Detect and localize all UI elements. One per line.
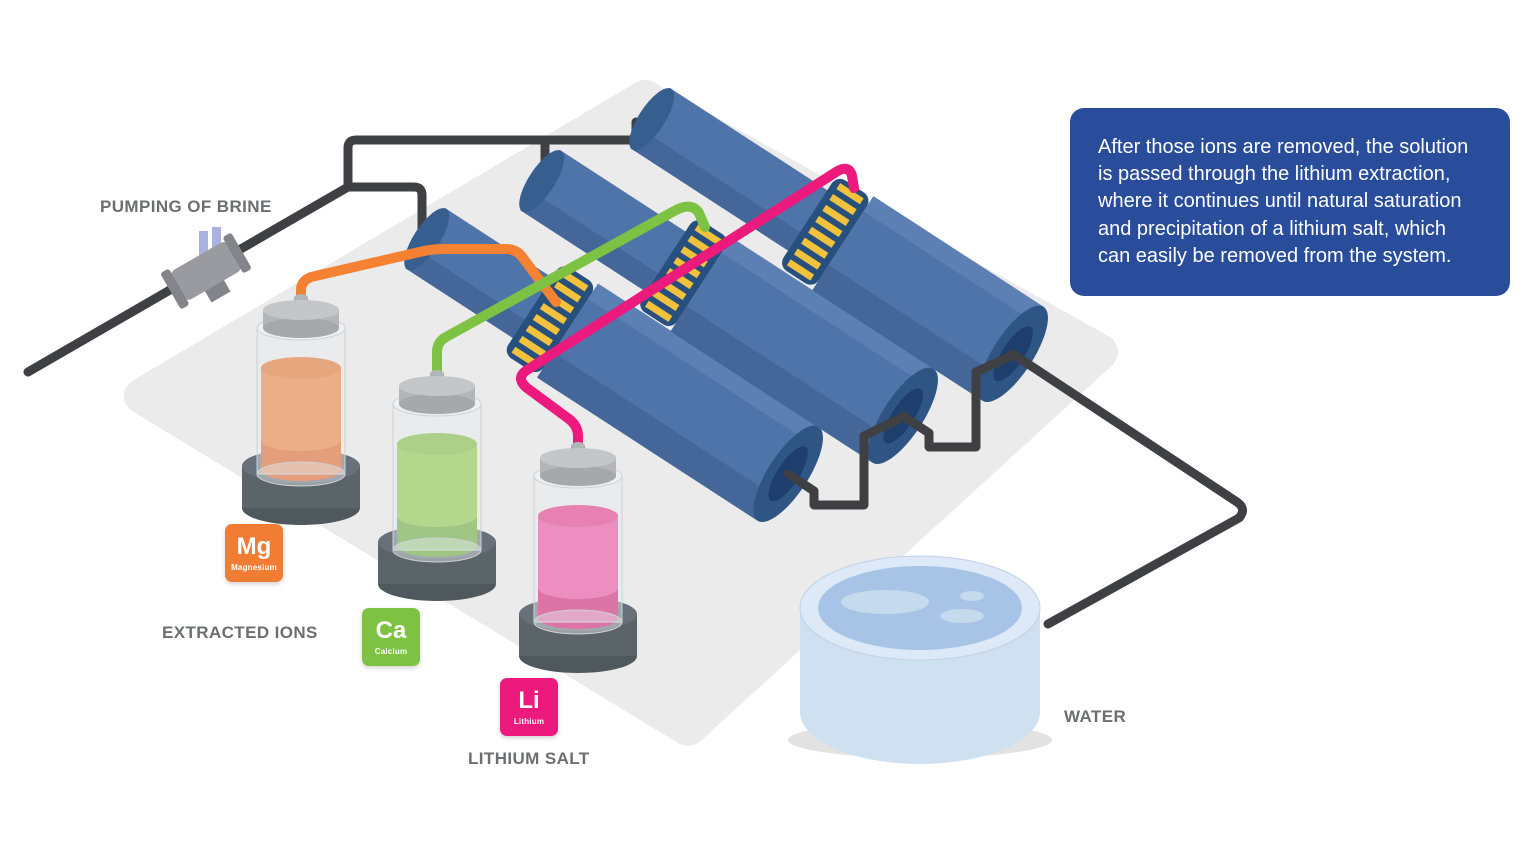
pipe-to-water-tank (1008, 349, 1247, 629)
jar-glass-body (533, 475, 623, 623)
jar-lid-bottom (540, 466, 616, 486)
unit-main-cylinder (670, 237, 934, 463)
callout-box: After those ions are removed, the soluti… (1070, 108, 1510, 296)
tank-water-highlight (841, 590, 929, 614)
jar-liquid-surface (261, 357, 341, 379)
unit-main-cylinder-highlight (588, 283, 819, 442)
jar-lid-nipple-top (294, 294, 308, 302)
pump-valve-icon (212, 227, 221, 251)
unit-band-yellow-ring (511, 270, 589, 368)
element-symbol: Ca (375, 616, 407, 644)
pump-flange (223, 233, 251, 273)
unit-small-cylinder (405, 207, 563, 345)
jar-calcium (378, 370, 496, 601)
pipe-feed-unit1 (343, 182, 427, 237)
element-name: Magnesium (231, 562, 277, 572)
unit-small-cap (519, 150, 565, 213)
brine-pump (161, 227, 251, 309)
filter-unit-3 (629, 87, 1048, 403)
water-tank (788, 555, 1052, 764)
element-symbol: Mg (236, 532, 272, 560)
element-symbol: Li (518, 686, 540, 714)
unit-main-cylinder (812, 196, 1044, 401)
pump-flange (161, 269, 189, 309)
badge-calcium: Ca Calcium (362, 608, 420, 666)
badge-magnesium: Mg Magnesium (225, 524, 283, 582)
extraction-pipes (296, 163, 859, 455)
pipe-brine-inlet (23, 117, 641, 377)
jar-lithium (519, 442, 637, 673)
unit-main-cylinder (537, 283, 819, 521)
jar-lid-nipple-top (571, 442, 585, 450)
jar-liquid-light (538, 516, 618, 588)
magnesium-pipe (296, 244, 561, 309)
jar-lid-top (263, 300, 339, 320)
jar-liquid-surface (397, 433, 477, 455)
lithium-pipe (516, 163, 859, 455)
jar-glass-body (392, 403, 482, 551)
label-pumping-of-brine: PUMPING OF BRINE (100, 197, 272, 216)
unit-small-cylinder (520, 149, 696, 299)
pump-valve-icon (199, 231, 208, 255)
unit-main-cylinder-shade (812, 265, 999, 401)
element-name: Lithium (513, 716, 545, 726)
unit-main-cylinder-shade (537, 352, 774, 521)
pump-foot (203, 277, 231, 303)
element-name: Calcium (374, 646, 408, 656)
jar-glass-bottom (392, 537, 482, 563)
jar-liquid-surface (538, 505, 618, 527)
label-lithium-salt: LITHIUM SALT (468, 749, 590, 768)
jar-glass-bottom (256, 461, 346, 487)
unit-small-cylinder-shade (630, 129, 811, 258)
tank-water-highlight (940, 609, 984, 623)
unit-main-cylinder-highlight (863, 196, 1044, 322)
unit-small-cap (629, 88, 675, 151)
jar-liquid-light (261, 368, 341, 440)
unit-band-yellow-ring (786, 183, 864, 281)
connector-piping (783, 349, 1247, 629)
unit-band-yellow-ring (644, 224, 722, 322)
unit-main-cylinder-highlight (721, 237, 934, 384)
label-water: WATER (1064, 707, 1127, 726)
pipe-stair-1-2 (783, 412, 908, 510)
label-extracted-ions: EXTRACTED IONS (162, 623, 318, 642)
filter-unit-1 (404, 207, 823, 523)
jar-lid-bottom (263, 318, 339, 338)
jar-magnesium (242, 294, 360, 525)
jar-glass-body (256, 327, 346, 475)
jar-lid-nipple-top (430, 370, 444, 378)
jar-liquid-light (397, 444, 477, 516)
pipe-stair-2-3 (898, 350, 1018, 452)
unit-small-cylinder (630, 87, 838, 258)
jar-lid-bottom (399, 394, 475, 414)
pump-body (170, 242, 242, 300)
jar-lid-top (399, 376, 475, 396)
unit-small-cylinder-shade (520, 191, 669, 299)
jar-lid-top (540, 448, 616, 468)
tank-water-highlight (960, 591, 984, 601)
callout-text: After those ions are removed, the soluti… (1098, 136, 1469, 267)
badge-lithium: Li Lithium (500, 678, 558, 736)
unit-main-cylinder-shade (670, 306, 889, 463)
unit-small-cylinder-shade (405, 249, 535, 345)
calcium-pipe (432, 201, 710, 383)
jar-glass-bottom (533, 609, 623, 635)
